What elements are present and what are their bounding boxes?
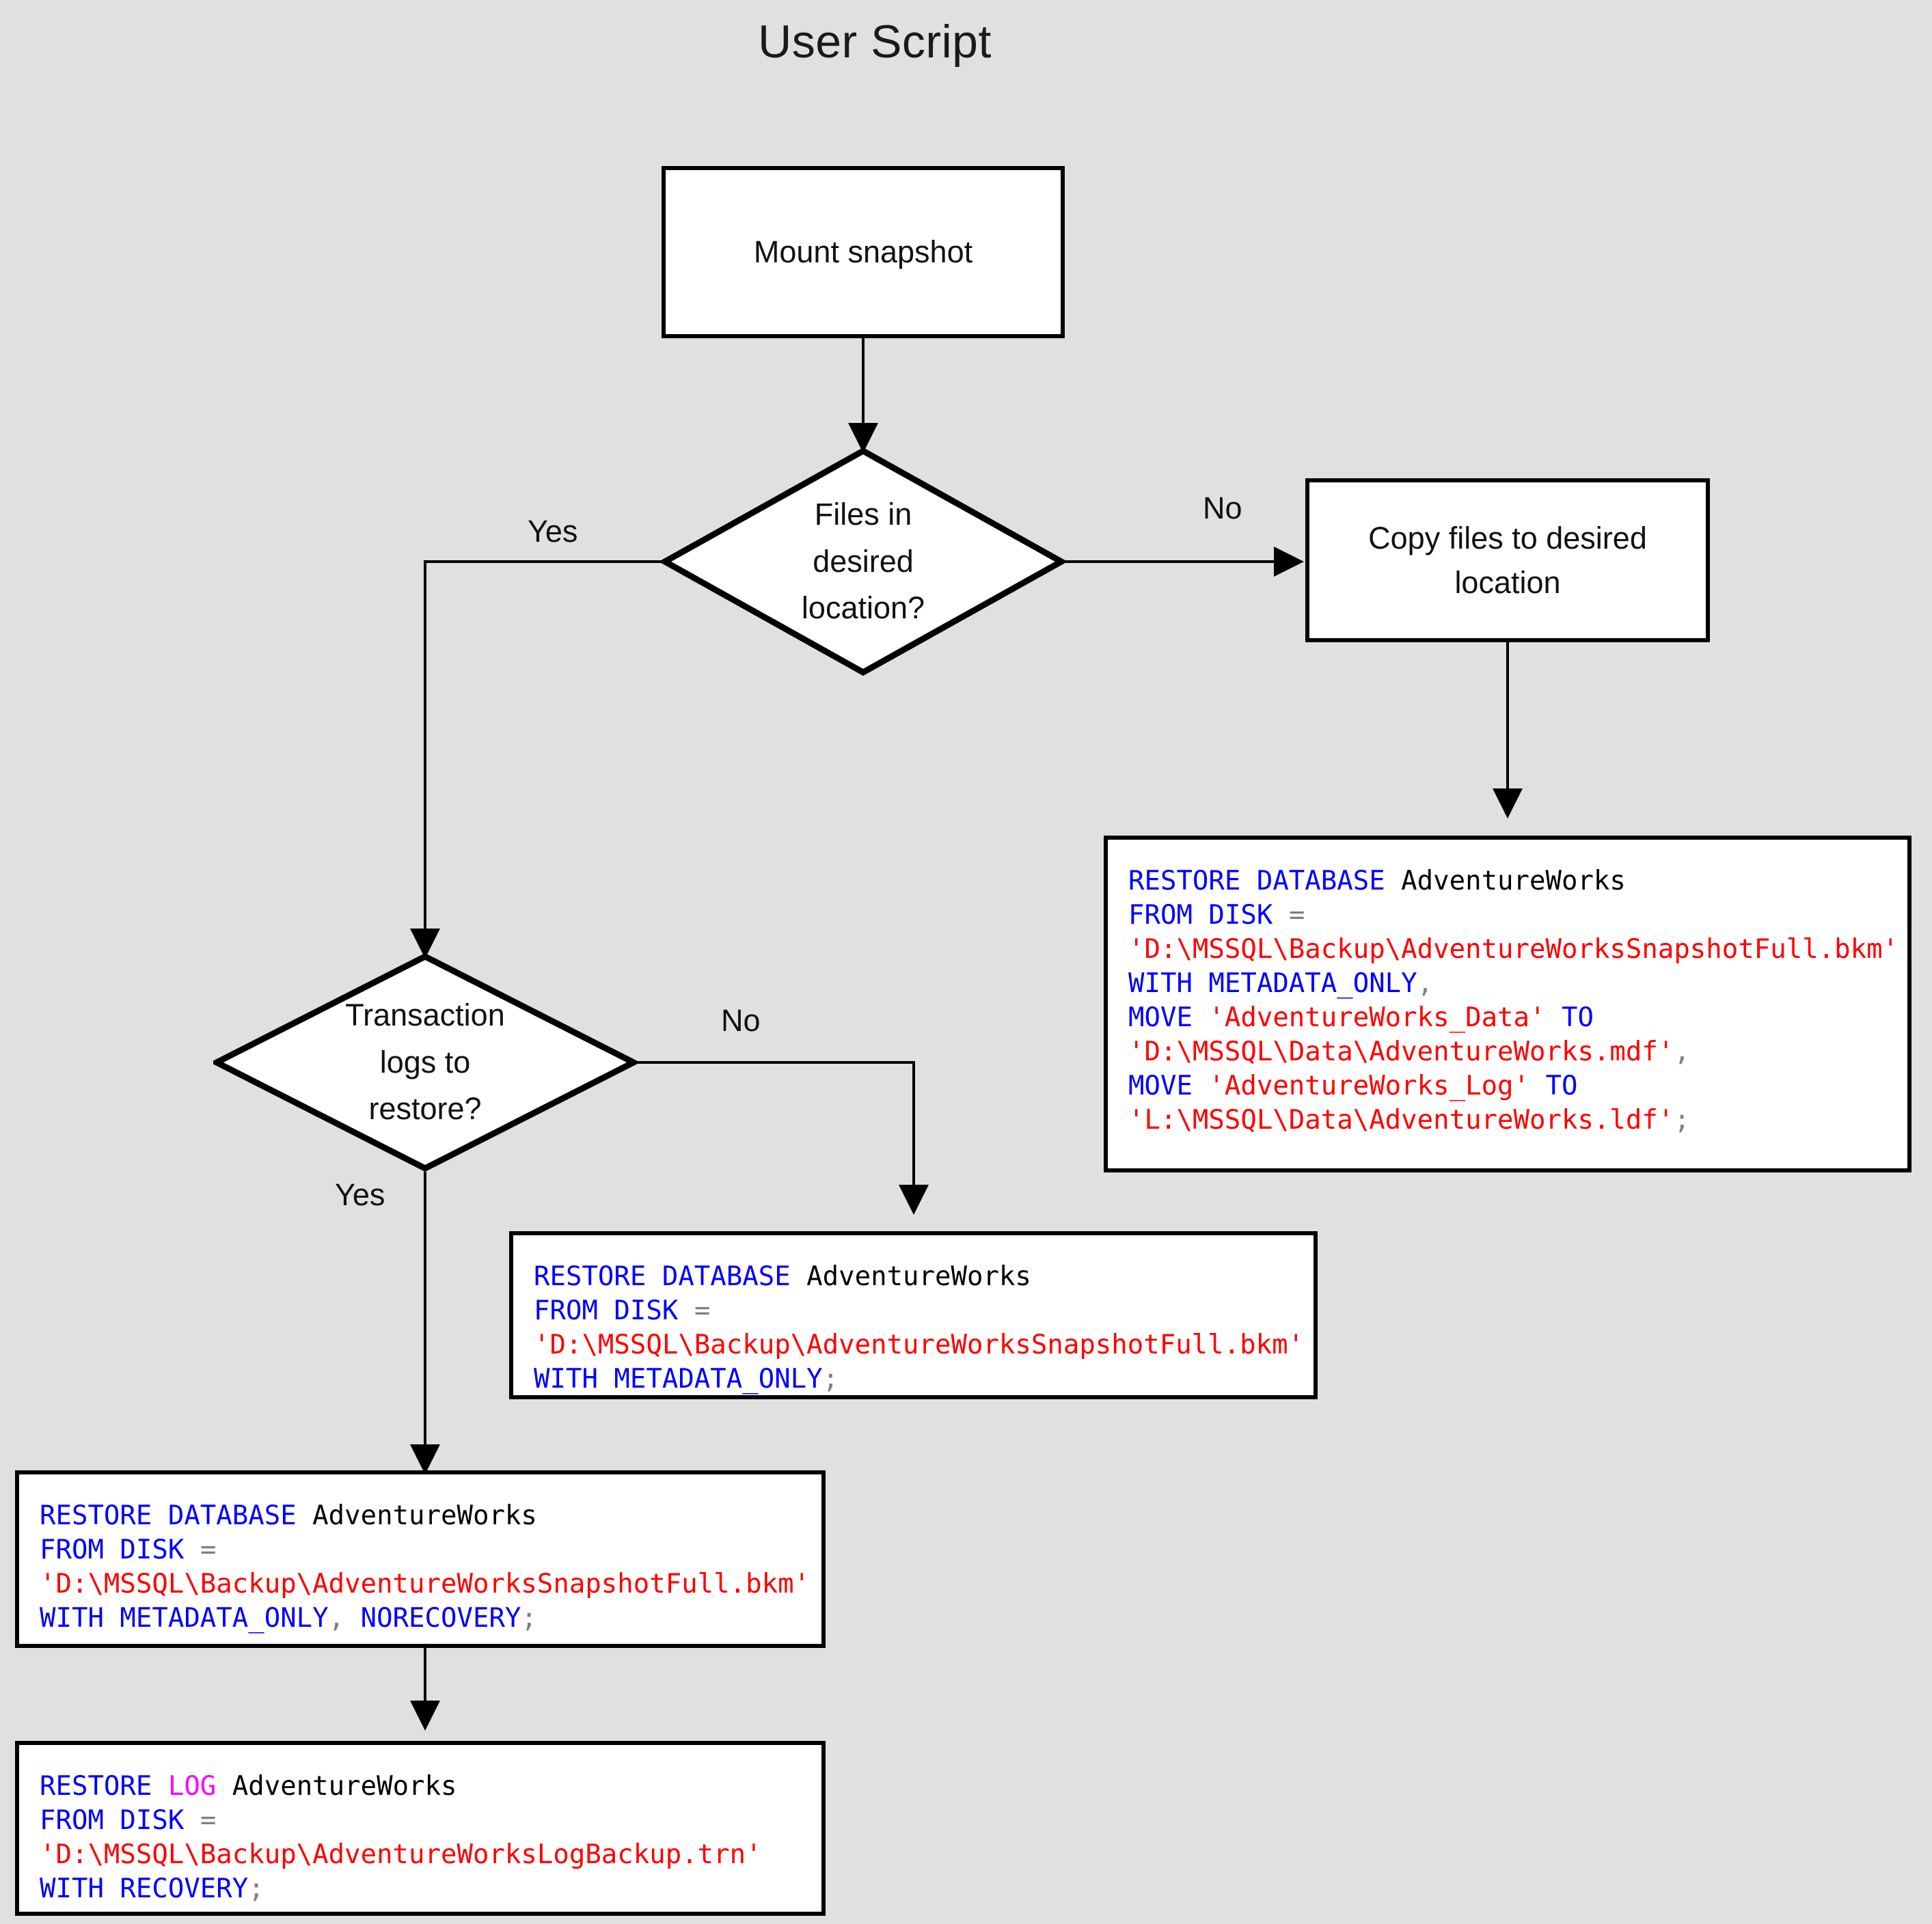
- code-token: RESTORE: [40, 1771, 168, 1802]
- code-line: WITH METADATA_ONLY;: [534, 1362, 1293, 1395]
- code-token: 'D:\MSSQL\Backup\AdventureWorksSnapshotF…: [534, 1330, 1305, 1360]
- code-line: 'D:\MSSQL\Backup\AdventureWorksSnapshotF…: [1128, 933, 1899, 967]
- node-transaction-logs[interactable]: Transaction logs to restore?: [213, 953, 637, 1172]
- code-token: NORECOVERY: [360, 1603, 521, 1634]
- code-token: 'AdventureWorks_Log': [1208, 1071, 1530, 1101]
- diamond-shape: [213, 953, 637, 1172]
- code-token: TO: [1529, 1071, 1578, 1101]
- code-token: ;: [521, 1603, 537, 1634]
- code-line: WITH METADATA_ONLY, NORECOVERY;: [40, 1602, 801, 1636]
- code-line: 'D:\MSSQL\Backup\AdventureWorksSnapshotF…: [534, 1328, 1304, 1362]
- edge-label-logs-yes: Yes: [335, 1177, 385, 1212]
- edge-label-files-yes: Yes: [528, 514, 578, 549]
- code-token: WITH METADATA_ONLY: [1128, 968, 1417, 999]
- code-token: RESTORE DATABASE: [1128, 866, 1402, 896]
- node-files-in-desired-location[interactable]: Files in desired location?: [662, 448, 1065, 676]
- code-token: ;: [1674, 1105, 1690, 1136]
- code-token: WITH METADATA_ONLY: [534, 1364, 823, 1394]
- code-token: AdventureWorks: [1401, 866, 1626, 896]
- code-token: MOVE: [1128, 1002, 1209, 1033]
- code-token: FROM DISK: [1128, 900, 1289, 931]
- code-token: WITH METADATA_ONLY: [40, 1603, 329, 1634]
- code-token: LOG: [167, 1771, 217, 1802]
- code-token: =: [200, 1535, 217, 1565]
- node-mount-snapshot-label: Mount snapshot: [753, 234, 973, 270]
- node-copy-files[interactable]: Copy files to desired location: [1305, 478, 1710, 642]
- code-token: FROM DISK: [40, 1805, 200, 1836]
- code-token: ;: [248, 1873, 264, 1904]
- node-copy-files-label: Copy files to desired location: [1368, 520, 1647, 600]
- code-token: ,: [1417, 968, 1434, 999]
- node-transaction-logs-label: Transaction logs to restore?: [345, 998, 505, 1127]
- code-line: WITH METADATA_ONLY,: [1128, 967, 1887, 1001]
- code-token: ,: [328, 1603, 361, 1634]
- code-token: =: [1288, 900, 1305, 931]
- node-mount-snapshot[interactable]: Mount snapshot: [662, 166, 1065, 338]
- code-token: MOVE: [1128, 1071, 1209, 1101]
- code-line: FROM DISK =: [40, 1804, 801, 1838]
- code-token: RESTORE DATABASE: [534, 1261, 807, 1292]
- node-files-in-desired-location-label: Files in desired location?: [801, 497, 925, 626]
- code-token: AdventureWorks: [216, 1771, 457, 1802]
- code-line: WITH RECOVERY;: [40, 1872, 801, 1906]
- code-line: FROM DISK =: [534, 1294, 1293, 1328]
- code-token: 'AdventureWorks_Data': [1208, 1002, 1546, 1033]
- code-token: ;: [822, 1364, 839, 1394]
- code-token: 'D:\MSSQL\Backup\AdventureWorksSnapshotF…: [40, 1569, 811, 1599]
- edge-label-logs-no: No: [721, 1003, 761, 1038]
- code-token: 'D:\MSSQL\Data\AdventureWorks.mdf': [1128, 1036, 1674, 1067]
- code-line: MOVE 'AdventureWorks_Log' TO: [1128, 1069, 1887, 1103]
- code-line: 'L:\MSSQL\Data\AdventureWorks.ldf';: [1128, 1103, 1887, 1138]
- code-token: =: [200, 1805, 217, 1836]
- code-token: 'D:\MSSQL\Backup\AdventureWorksSnapshotF…: [1128, 934, 1899, 965]
- code-token: TO: [1545, 1002, 1594, 1033]
- code-line: RESTORE DATABASE AdventureWorks: [534, 1260, 1293, 1294]
- diamond-shape: [662, 448, 1065, 676]
- code-token: AdventureWorks: [312, 1500, 537, 1531]
- code-line: 'D:\MSSQL\Backup\AdventureWorksLogBackup…: [40, 1838, 801, 1872]
- code-token: =: [694, 1295, 711, 1326]
- code-line: RESTORE DATABASE AdventureWorks: [1128, 864, 1887, 898]
- page-title: User Script: [758, 16, 992, 68]
- edge-label-files-no: No: [1203, 491, 1242, 525]
- code-token: RESTORE DATABASE: [40, 1500, 313, 1531]
- code-token: WITH RECOVERY: [40, 1873, 249, 1904]
- code-line: 'D:\MSSQL\Data\AdventureWorks.mdf',: [1128, 1035, 1887, 1069]
- code-token: 'L:\MSSQL\Data\AdventureWorks.ldf': [1128, 1105, 1674, 1136]
- code-line: FROM DISK =: [40, 1533, 801, 1567]
- code-token: FROM DISK: [534, 1295, 694, 1326]
- code-token: ,: [1674, 1036, 1690, 1067]
- code-line: RESTORE DATABASE AdventureWorks: [40, 1499, 801, 1533]
- code-token: FROM DISK: [40, 1535, 200, 1565]
- code-line: RESTORE LOG AdventureWorks: [40, 1770, 801, 1804]
- code-token: AdventureWorks: [806, 1261, 1031, 1292]
- code-line: 'D:\MSSQL\Backup\AdventureWorksSnapshotF…: [40, 1567, 810, 1602]
- code-line: FROM DISK =: [1128, 898, 1887, 933]
- code-token: 'D:\MSSQL\Backup\AdventureWorksLogBackup…: [40, 1839, 762, 1870]
- code-line: MOVE 'AdventureWorks_Data' TO: [1128, 1001, 1887, 1035]
